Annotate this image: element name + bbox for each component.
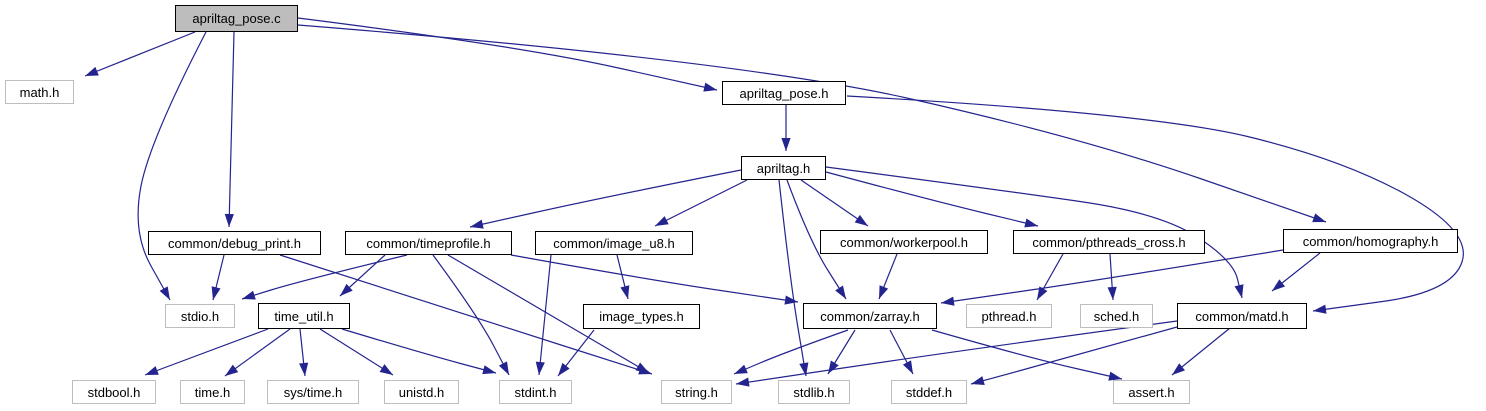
arrowhead-timeprofile_h-stdio_h <box>242 290 256 300</box>
arrowhead-image_types_h-stdint_h <box>558 362 570 376</box>
graph-node-zarray_h[interactable]: common/zarray.h <box>803 303 937 329</box>
edge-apriltag_h-zarray_h <box>786 179 847 300</box>
edge-debug_print_h-string_h <box>279 254 653 375</box>
arrowhead-image_u8_h-stdint_h <box>535 361 545 375</box>
arrowhead-apriltag_h-workerpool_h <box>854 214 868 226</box>
arrowhead-homography_h-zarray_h <box>941 296 955 306</box>
graph-node-string_h[interactable]: string.h <box>661 380 732 404</box>
edge-apriltag_h-stdlib_h <box>778 179 807 377</box>
edge-apriltag_h-pthreads_cross_h <box>825 171 1039 227</box>
graph-node-stddef_h[interactable]: stddef.h <box>891 380 967 404</box>
graph-node-unistd_h[interactable]: unistd.h <box>384 380 459 404</box>
graph-node-apriltag_pose_c: apriltag_pose.c <box>175 5 298 32</box>
arrowhead-apriltag_pose_c-homography_h <box>1312 213 1326 223</box>
graph-node-apriltag_pose_h[interactable]: apriltag_pose.h <box>722 81 846 105</box>
arrowhead-image_u8_h-image_types_h <box>620 285 630 299</box>
graph-node-assert_h[interactable]: assert.h <box>1113 380 1190 404</box>
arrowhead-apriltag_h-zarray_h <box>835 285 846 299</box>
edge-zarray_h-string_h <box>733 329 849 375</box>
graph-node-pthread_h[interactable]: pthread.h <box>966 304 1052 328</box>
arrowhead-time_util_h-stdint_h <box>482 365 496 375</box>
arrowhead-debug_print_h-stdio_h <box>211 286 221 300</box>
edge-apriltag_h-timeprofile_h <box>469 169 742 228</box>
edge-apriltag_h-matd_h <box>825 166 1243 299</box>
graph-node-workerpool_h[interactable]: common/workerpool.h <box>820 230 988 254</box>
graph-node-time_util_h[interactable]: time_util.h <box>258 303 350 329</box>
graph-node-debug_print_h[interactable]: common/debug_print.h <box>148 231 321 255</box>
arrowhead-matd_h-string_h <box>736 377 750 387</box>
edge-time_util_h-stdbool_h <box>144 328 269 376</box>
edge-apriltag_pose_c-math_h <box>84 31 196 77</box>
graph-node-time_h[interactable]: time.h <box>180 380 245 404</box>
arrowhead-apriltag_h-image_u8_h <box>655 216 669 226</box>
graph-node-stdint_h[interactable]: stdint.h <box>499 380 572 404</box>
graph-node-stdio_h[interactable]: stdio.h <box>165 304 235 328</box>
edge-apriltag_pose_c-debug_print_h <box>228 31 235 228</box>
graph-node-homography_h[interactable]: common/homography.h <box>1283 229 1458 253</box>
graph-node-stdbool_h[interactable]: stdbool.h <box>72 380 156 404</box>
arrowhead-zarray_h-string_h <box>734 364 748 374</box>
arrowhead-apriltag_h-timeprofile_h <box>470 219 484 229</box>
arrowhead-time_util_h-stdbool_h <box>145 366 159 375</box>
graph-node-image_u8_h[interactable]: common/image_u8.h <box>535 231 693 255</box>
edge-apriltag_pose_h-matd_h <box>846 95 1464 312</box>
arrowhead-apriltag_h-pthreads_cross_h <box>1024 218 1038 228</box>
edge-matd_h-string_h <box>735 320 1178 385</box>
edge-timeprofile_h-stdio_h <box>241 254 408 300</box>
arrowhead-apriltag_pose_c-stdio_h <box>159 286 170 300</box>
arrowhead-apriltag_pose_c-apriltag_pose_h <box>703 82 717 92</box>
graph-node-timeprofile_h[interactable]: common/timeprofile.h <box>345 231 512 255</box>
graph-node-sys_time_h[interactable]: sys/time.h <box>267 380 359 404</box>
graph-node-sched_h[interactable]: sched.h <box>1080 304 1153 328</box>
edge-apriltag_h-image_u8_h <box>654 179 748 227</box>
edge-time_util_h-stdint_h <box>341 328 497 374</box>
arrowhead-apriltag_h-stdlib_h <box>799 362 809 376</box>
arrowhead-matd_h-stddef_h <box>971 376 985 386</box>
arrowhead-apriltag_pose_h-apriltag_h <box>781 138 791 151</box>
graph-node-image_types_h[interactable]: image_types.h <box>583 304 700 329</box>
arrowhead-zarray_h-assert_h <box>1108 371 1122 381</box>
arrowhead-apriltag_pose_c-debug_print_h <box>224 213 234 227</box>
arrowhead-workerpool_h-zarray_h <box>879 285 889 299</box>
edge-zarray_h-assert_h <box>931 329 1123 380</box>
arrowhead-zarray_h-stdlib_h <box>828 360 839 374</box>
edge-image_u8_h-stdint_h <box>538 254 552 376</box>
edge-matd_h-stddef_h <box>970 326 1178 385</box>
edge-time_util_h-unistd_h <box>319 328 394 376</box>
arrowhead-time_util_h-time_h <box>225 364 239 376</box>
arrowhead-apriltag_pose_c-math_h <box>85 66 99 76</box>
arrowhead-time_util_h-unistd_h <box>379 364 393 375</box>
edge-apriltag_h-workerpool_h <box>800 179 869 227</box>
edge-timeprofile_h-zarray_h <box>510 254 799 303</box>
arrowhead-timeprofile_h-stdint_h <box>498 361 509 375</box>
edge-timeprofile_h-stdint_h <box>432 254 510 376</box>
arrowhead-matd_h-assert_h <box>1172 363 1185 375</box>
arrowhead-time_util_h-sys_time_h <box>299 362 309 376</box>
arrowhead-timeprofile_h-time_util_h <box>340 283 353 296</box>
arrowhead-apriltag_h-matd_h <box>1234 284 1244 298</box>
arrowhead-homography_h-matd_h <box>1272 279 1286 291</box>
edge-apriltag_pose_c-apriltag_pose_h <box>297 17 718 91</box>
arrowhead-timeprofile_h-string_h <box>635 362 649 373</box>
arrowhead-apriltag_pose_h-matd_h <box>1313 304 1327 314</box>
edge-apriltag_pose_c-homography_h <box>297 24 1327 223</box>
edge-time_util_h-time_h <box>224 328 291 377</box>
edge-timeprofile_h-string_h <box>447 254 650 374</box>
graph-node-math_h[interactable]: math.h <box>5 80 74 104</box>
graph-node-matd_h[interactable]: common/matd.h <box>1177 303 1307 329</box>
graph-node-pthreads_cross_h[interactable]: common/pthreads_cross.h <box>1013 230 1205 254</box>
arrowhead-zarray_h-stddef_h <box>902 360 913 374</box>
edge-homography_h-zarray_h <box>940 249 1284 304</box>
arrowhead-pthreads_cross_h-pthread_h <box>1037 286 1048 300</box>
arrowhead-timeprofile_h-zarray_h <box>784 295 798 305</box>
arrowhead-pthreads_cross_h-sched_h <box>1107 286 1117 300</box>
graph-node-apriltag_h[interactable]: apriltag.h <box>741 156 826 180</box>
graph-node-stdlib_h[interactable]: stdlib.h <box>778 380 850 404</box>
edge-apriltag_pose_c-stdio_h <box>137 31 207 301</box>
